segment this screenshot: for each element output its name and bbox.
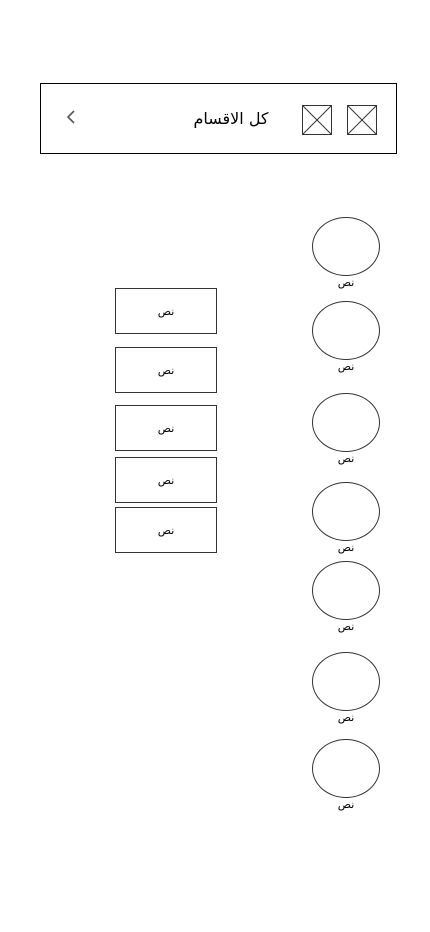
category-image: [312, 739, 380, 798]
category-label: نص: [337, 360, 355, 373]
image-placeholder-icon[interactable]: [302, 105, 332, 135]
subcategory-label: نص: [157, 363, 175, 377]
category-image: [312, 561, 380, 620]
category-image: [312, 301, 380, 360]
subcategory-label: نص: [157, 473, 175, 487]
subcategory-item[interactable]: نص: [115, 507, 217, 553]
category-image: [312, 652, 380, 711]
subcategory-item[interactable]: نص: [115, 347, 217, 393]
category-image: [312, 393, 380, 452]
category-item[interactable]: نص: [312, 739, 380, 813]
image-placeholder-icon[interactable]: [347, 105, 377, 135]
category-label: نص: [337, 452, 355, 465]
subcategory-item[interactable]: نص: [115, 457, 217, 503]
category-item[interactable]: نص: [312, 561, 380, 635]
category-image: [312, 482, 380, 541]
subcategory-label: نص: [157, 304, 175, 318]
subcategory-label: نص: [157, 421, 175, 435]
category-label: نص: [337, 541, 355, 554]
subcategory-item[interactable]: نص: [115, 405, 217, 451]
category-image: [312, 217, 380, 276]
category-label: نص: [337, 711, 355, 724]
page-title: كل الاقسام: [193, 109, 269, 128]
category-label: نص: [337, 620, 355, 633]
back-button[interactable]: [61, 106, 81, 132]
subcategory-item[interactable]: نص: [115, 288, 217, 334]
category-item[interactable]: نص: [312, 393, 380, 467]
category-item[interactable]: نص: [312, 652, 380, 726]
category-item[interactable]: نص: [312, 217, 380, 291]
header-bar: كل الاقسام: [40, 83, 397, 154]
subcategory-label: نص: [157, 523, 175, 537]
chevron-left-icon: [66, 109, 76, 129]
category-item[interactable]: نص: [312, 301, 380, 375]
category-label: نص: [337, 798, 355, 811]
category-label: نص: [337, 276, 355, 289]
category-item[interactable]: نص: [312, 482, 380, 556]
